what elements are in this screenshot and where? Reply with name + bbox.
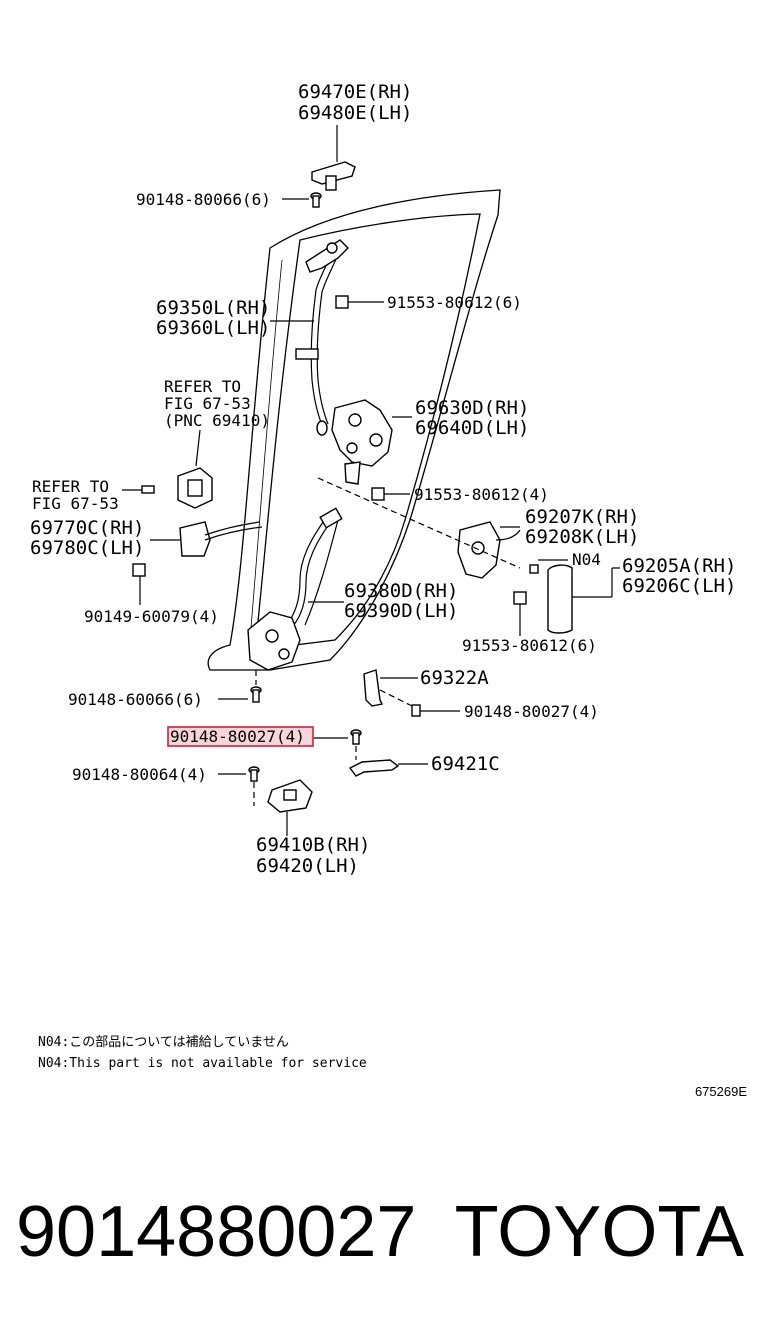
label-69380d[interactable]: 69380D(RH) [344, 580, 458, 602]
label-69322a[interactable]: 69322A [420, 667, 489, 689]
label-69640d[interactable]: 69640D(LH) [415, 417, 529, 439]
bolt-d [513, 591, 527, 636]
label-69208k[interactable]: 69208K(LH) [525, 526, 639, 548]
striker-part [177, 429, 213, 509]
clip-n04 [529, 559, 568, 574]
note-japanese: N04:この部品については補給していません [38, 1035, 289, 1050]
label-69420[interactable]: 69420(LH) [256, 855, 359, 877]
leader-dashed-1 [317, 477, 521, 569]
inside-handle-part [457, 521, 521, 579]
label-90148-80027-right[interactable]: 90148-80027(4) [464, 702, 599, 721]
bracket-69322a-part [363, 669, 418, 707]
screw-highlighted [314, 729, 362, 760]
lock-rod-part [270, 239, 349, 436]
label-69480e[interactable]: 69480E(LH) [298, 102, 412, 124]
label-69390d[interactable]: 69390D(LH) [344, 600, 458, 622]
refer-fig-line1: REFER TO [164, 377, 241, 396]
bolt-c [132, 563, 146, 605]
door-lock-part [331, 399, 412, 485]
remote-cable-part [285, 507, 344, 628]
lower-lock-part [247, 611, 301, 685]
label-90148-60066[interactable]: 90148-60066(6) [68, 690, 203, 709]
bolt-b [371, 487, 410, 501]
outside-handle-part [150, 521, 263, 557]
label-69206c[interactable]: 69206C(LH) [622, 575, 736, 597]
bracket-69421c-part [348, 759, 428, 777]
screw-80064 [218, 766, 260, 806]
note-english: N04:This part is not available for servi… [38, 1056, 367, 1071]
refer-fig-line3: (PNC 69410) [164, 411, 270, 430]
label-69207k[interactable]: 69207K(RH) [525, 506, 639, 528]
screw-refer2 [122, 485, 155, 494]
refer2-line2: FIG 67-53 [32, 494, 119, 513]
refer2-line1: REFER TO [32, 477, 109, 496]
label-90148-80066[interactable]: 90148-80066(6) [136, 190, 271, 209]
label-90148-80027-highlighted[interactable]: 90148-80027(4) [170, 727, 305, 746]
highlight-box [167, 726, 314, 747]
refer-fig-line2: FIG 67-53 [164, 394, 251, 413]
label-91553-80612-b[interactable]: 91553-80612(4) [414, 485, 549, 504]
label-91553-80612-a[interactable]: 91553-80612(6) [387, 293, 522, 312]
part-labels: 69470E(RH) 69480E(LH) 90148-80066(6) 693… [30, 81, 736, 877]
label-91553-80612-c[interactable]: 91553-80612(6) [462, 636, 597, 655]
screw-top [282, 192, 322, 208]
label-69630d[interactable]: 69630D(RH) [415, 397, 529, 419]
striker-base-part [267, 779, 313, 836]
door-frame [207, 189, 501, 671]
screw-right [411, 704, 460, 717]
diagram-code: 675269E [695, 1084, 747, 1099]
label-69410b[interactable]: 69410B(RH) [256, 834, 370, 856]
screw-lower-left [218, 686, 262, 703]
label-69205a[interactable]: 69205A(RH) [622, 555, 736, 577]
label-69360l[interactable]: 69360L(LH) [156, 317, 270, 339]
label-69780c[interactable]: 69780C(LH) [30, 537, 144, 559]
upper-bracket-part [311, 125, 356, 191]
label-90148-80064[interactable]: 90148-80064(4) [72, 765, 207, 784]
bolt-a [335, 295, 384, 309]
label-69770c[interactable]: 69770C(RH) [30, 517, 144, 539]
label-90149-60079[interactable]: 90149-60079(4) [84, 607, 219, 626]
label-69350l[interactable]: 69350L(RH) [156, 297, 270, 319]
label-n04: N04 [572, 550, 601, 569]
footer-part-number: 9014880027 [16, 1192, 416, 1272]
label-69421c[interactable]: 69421C [431, 753, 500, 775]
bezel-part [547, 564, 620, 634]
footer-brand: TOYOTA [455, 1192, 744, 1272]
label-69470e[interactable]: 69470E(RH) [298, 81, 412, 103]
